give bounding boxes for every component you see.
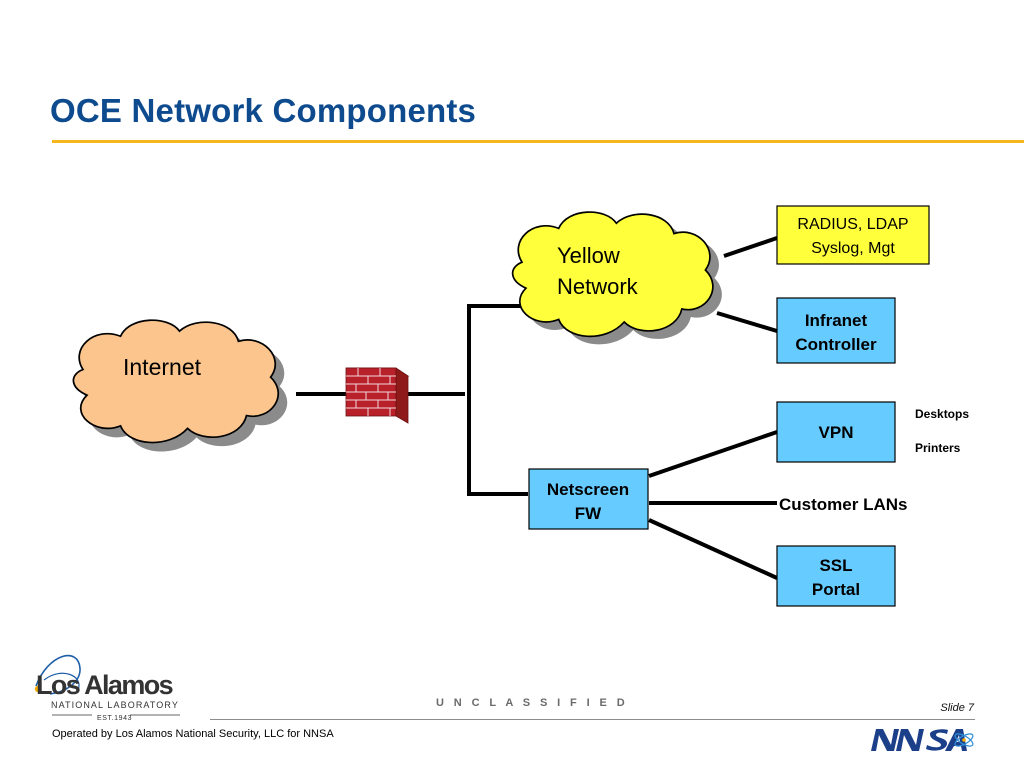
vpn-box: VPN (776, 401, 896, 463)
footer-rule (210, 719, 975, 720)
yellow-to-infranet-link (716, 311, 778, 333)
infranet-label-line1: Infranet (805, 311, 868, 330)
ssl-label-line1: SSL (819, 556, 852, 575)
netscreen-to-vpn-link (648, 430, 778, 478)
lanl-subtitle: NATIONAL LABORATORY (51, 700, 179, 710)
lanl-name: Los Alamos (36, 670, 174, 700)
yellow-network-label-line1: Yellow (557, 243, 620, 268)
slide-title: OCE Network Components (50, 92, 477, 129)
vpn-label: VPN (819, 423, 854, 442)
internet-cloud: Internet (72, 319, 288, 452)
yellow-network-cloud: Yellow Network (511, 211, 722, 345)
customer-lans-label: Customer LANs (779, 495, 907, 514)
infranet-label-line2: Controller (795, 335, 877, 354)
firewall-icon (345, 367, 410, 424)
netscreen-label-line1: Netscreen (547, 480, 629, 499)
radius-label-line1: RADIUS, LDAP (797, 216, 908, 233)
connectors (296, 236, 778, 580)
nnsa-logo (871, 729, 974, 751)
internet-label: Internet (123, 354, 202, 380)
netscreen-to-ssl-link (648, 518, 778, 580)
radius-ldap-box: RADIUS, LDAP Syslog, Mgt (776, 205, 930, 265)
ssl-label-line2: Portal (812, 580, 860, 599)
netscreen-fw-box: Netscreen FW (528, 468, 649, 530)
printers-label: Printers (915, 441, 961, 455)
operator-statement: Operated by Los Alamos National Security… (52, 728, 334, 740)
desktops-label: Desktops (915, 407, 969, 421)
infranet-controller-box: Infranet Controller (776, 297, 896, 364)
classification-marking: U N C L A S S I F I E D (436, 697, 629, 709)
title-rule (52, 140, 1024, 143)
slide-number: Slide 7 (940, 702, 974, 714)
ssl-portal-box: SSL Portal (776, 545, 896, 607)
radius-label-line2: Syslog, Mgt (811, 240, 895, 257)
netscreen-label-line2: FW (575, 504, 602, 523)
lanl-established: EST.1943 (97, 715, 133, 722)
yellow-to-radius-link (723, 236, 778, 258)
yellow-network-label-line2: Network (557, 274, 639, 299)
lanl-emblem (34, 654, 180, 716)
